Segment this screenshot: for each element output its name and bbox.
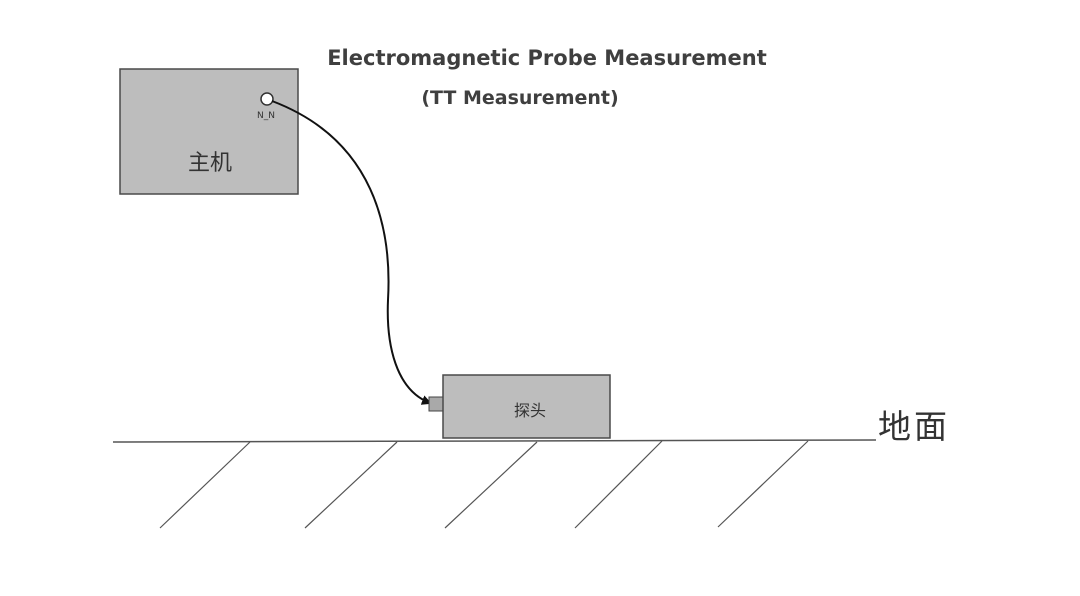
probe-connector bbox=[428, 396, 444, 412]
host-unit-label: 主机 bbox=[188, 151, 232, 176]
ground-line bbox=[112, 439, 877, 443]
ground-hatch-line bbox=[717, 440, 809, 528]
host-unit: N_N 主机 bbox=[119, 68, 299, 195]
ground-label: 地面 bbox=[878, 407, 950, 446]
ground-hatch-line bbox=[574, 440, 663, 529]
probe-label: 探头 bbox=[514, 401, 546, 420]
host-port-label: N_N bbox=[257, 111, 275, 121]
probe-box bbox=[442, 374, 611, 439]
diagram-subtitle: (TT Measurement) bbox=[421, 87, 619, 109]
ground-hatch-line bbox=[444, 441, 538, 529]
ground-hatch-line bbox=[304, 441, 398, 529]
host-unit-box bbox=[119, 68, 299, 195]
host-port-icon bbox=[260, 92, 274, 106]
probe-unit: 探头 bbox=[428, 374, 611, 439]
ground-hatch-line bbox=[159, 441, 251, 529]
ground-hatching bbox=[159, 440, 809, 529]
probe-cable bbox=[271, 100, 432, 405]
diagram-title: Electromagnetic Probe Measurement bbox=[327, 46, 767, 70]
